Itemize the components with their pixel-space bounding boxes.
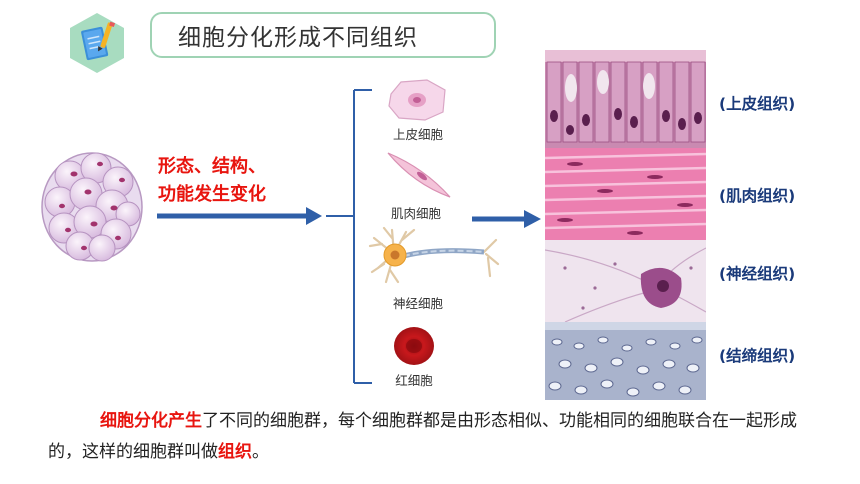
tissue-label-connective: (结缔组织) xyxy=(719,347,796,365)
cell-label-muscle: 肌肉细胞 xyxy=(390,206,441,221)
arrow-head-2 xyxy=(524,210,541,228)
tissue-micrograph xyxy=(545,50,706,400)
page-title: 细胞分化形成不同组织 xyxy=(150,12,496,58)
epithelial-cell-icon xyxy=(388,79,446,121)
tissue-label-nerve: (神经组织) xyxy=(719,265,796,283)
neuron-cell-icon xyxy=(368,226,500,284)
tissue-label-muscle: (肌肉组织) xyxy=(719,187,796,205)
cell-label-red-blood: 红细胞 xyxy=(395,373,433,388)
cell-label-neuron: 神经细胞 xyxy=(392,296,443,311)
red-blood-cell-icon xyxy=(394,327,434,365)
tissue-label-epithelial: (上皮组织) xyxy=(719,95,796,113)
paragraph-end: 。 xyxy=(252,442,269,462)
muscle-cell-icon xyxy=(387,152,451,198)
process-label-line1: 形态、结构、 xyxy=(158,156,266,177)
page-title-text: 细胞分化形成不同组织 xyxy=(178,25,418,51)
cell-label-epithelial: 上皮细胞 xyxy=(392,127,443,142)
paragraph-highlight-start: 细胞分化产生 xyxy=(100,411,202,431)
cell-cluster-illustration xyxy=(41,152,143,262)
notebook-icon xyxy=(70,13,124,73)
arrow-head-1 xyxy=(306,207,322,225)
process-label-line2: 功能发生变化 xyxy=(158,184,266,205)
paragraph-highlight-end: 组织 xyxy=(218,442,252,462)
paragraph-body: 了不同的细胞群，每个细胞群都是由形态相似、功能相同的细胞联合在一起形成的，这样的… xyxy=(48,411,797,462)
explanation-paragraph: 细胞分化产生了不同的细胞群，每个细胞群都是由形态相似、功能相同的细胞联合在一起形… xyxy=(48,406,818,468)
